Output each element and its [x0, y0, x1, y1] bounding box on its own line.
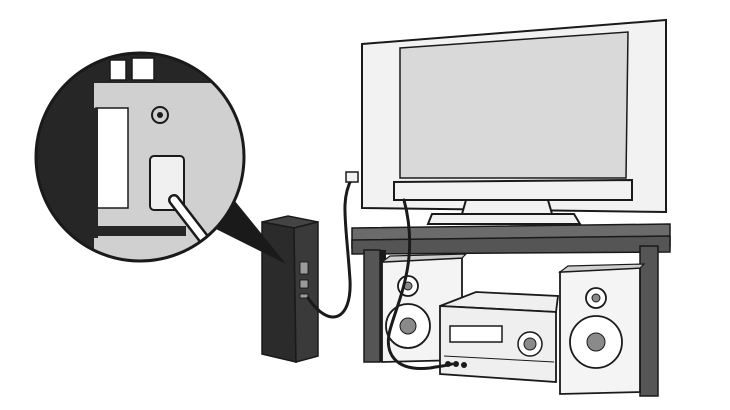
zoom-top-port	[109, 59, 127, 81]
zoom-port-shadow	[86, 108, 98, 238]
zoom-right-edge	[96, 226, 186, 236]
game-console	[261, 215, 319, 363]
console-usb-port	[299, 279, 309, 289]
left-speaker-side	[380, 253, 468, 263]
stand-top-edge	[351, 235, 671, 255]
right-speaker-side	[558, 263, 646, 273]
tv-stand	[351, 223, 671, 397]
receiver-front	[439, 305, 557, 383]
console-side-face	[293, 221, 319, 363]
stand-left-leg	[363, 249, 381, 363]
console-audio-port	[299, 261, 309, 275]
receiver-display	[449, 325, 503, 343]
right-speaker-tweeter-core	[591, 293, 601, 303]
right-speaker-woofer-core	[586, 332, 606, 352]
zoom-callout	[34, 51, 286, 264]
zoom-circle-border	[34, 51, 246, 263]
stand-right-leg	[639, 245, 659, 397]
receiver-jack-2	[453, 361, 459, 367]
left-speaker-woofer-core	[399, 317, 417, 335]
cable-console-to-tv	[306, 176, 354, 319]
flat-screen-tv	[361, 18, 667, 225]
zoom-top-port-2	[131, 57, 155, 81]
tv-cable-plug	[345, 171, 359, 183]
tv-screen	[399, 31, 629, 179]
av-receiver	[439, 291, 560, 383]
receiver-jack-3	[461, 362, 467, 368]
tv-bezel-bottom	[393, 178, 633, 201]
cable-tv-to-receiver	[386, 198, 454, 371]
receiver-front-line	[443, 355, 555, 363]
console-vent	[299, 293, 309, 299]
tv-base	[426, 213, 582, 225]
right-speaker	[558, 263, 646, 395]
tv-neck	[460, 199, 554, 215]
zoom-optical-port	[95, 107, 129, 209]
receiver-volume-knob-core	[523, 337, 537, 351]
audio-cable	[306, 171, 454, 371]
zoom-screw-core	[157, 112, 163, 118]
